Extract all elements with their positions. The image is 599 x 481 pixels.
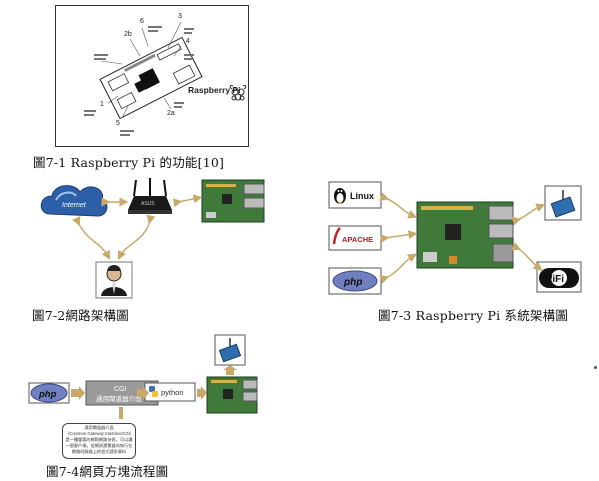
cgi-subtitle: 通用閘道器介面: [96, 394, 142, 403]
note-line: （Common Gateway Interface/CGI）: [65, 431, 135, 436]
linux-label: Linux: [350, 191, 374, 201]
apache-label: APACHE: [342, 235, 373, 244]
fig4-flow-diagram: php CGI 通用閘道器介面 python: [28, 334, 258, 419]
note-line: 是一種重要的網際網路技術，可以讓: [65, 437, 133, 442]
callout-4: 4: [186, 38, 190, 45]
router-icon: [128, 178, 172, 214]
cgi-note-bubble: 通用閘道器介面 （Common Gateway Interface/CGI） 是…: [62, 423, 136, 459]
wifi-label: WiFi: [543, 274, 564, 285]
fig1-caption: 圖7-1 Raspberry Pi 的功能[10]: [33, 155, 225, 170]
raspberry-pi-board-icon: [416, 201, 514, 269]
callout-6: 6: [140, 18, 144, 25]
router-brand: ASUS: [141, 201, 155, 207]
callout-1: 1: [100, 101, 104, 108]
sensor-module-icon: [218, 338, 242, 363]
internet-cloud-icon: [40, 185, 108, 217]
user-icon: [95, 261, 133, 299]
python-logo-icon: [149, 386, 158, 397]
python-label: python: [161, 388, 184, 397]
callout-5: 5: [116, 120, 120, 127]
fig3-system-diagram: Linux APACHE php WiFi: [328, 181, 582, 295]
note-line: 通用閘道器介面: [84, 425, 114, 430]
php-logo-icon: [332, 270, 378, 292]
raspberry-pi-board-icon: [201, 179, 265, 223]
php-logo-icon: [30, 383, 68, 403]
raspberry-pi-brand: Raspberry Pi: [188, 85, 240, 95]
fig4-caption: 圖7-4網頁方塊流程圖: [46, 464, 169, 479]
wifi-icon: [539, 268, 579, 288]
apache-feather-icon: [332, 227, 341, 245]
fig2-network-diagram: Internet ASUS: [40, 178, 265, 299]
stray-dot: [594, 366, 597, 369]
callout-2a: 2a: [167, 110, 175, 117]
note-line: 網路伺服器上的程式請求資料: [71, 449, 127, 454]
raspberry-logo-icon: [229, 84, 247, 101]
cgi-title: CGI: [114, 386, 127, 393]
sensor-module-icon: [550, 190, 576, 218]
callout-3: 3: [178, 13, 182, 20]
fig2-caption: 圖7-2網路架構圖: [32, 308, 129, 323]
php-label: php: [343, 277, 362, 288]
tux-icon: [334, 188, 346, 204]
note-line: 一個客戶端，從網頁瀏覽器向執行在: [65, 443, 133, 448]
fig1-frame: 6 3 2b 4 1 5 2a Raspberry Pi: [55, 5, 249, 147]
raspberry-pi-board-icon: [206, 376, 258, 414]
fig3-caption: 圖7-3 Raspberry Pi 系統架構圖: [378, 308, 569, 323]
raspberry-pi-diagram: 6 3 2b 4 1 5 2a Raspberry Pi: [84, 13, 247, 136]
php-label: php: [38, 389, 57, 400]
callout-2b: 2b: [124, 31, 132, 38]
internet-label: Internet: [62, 202, 87, 209]
